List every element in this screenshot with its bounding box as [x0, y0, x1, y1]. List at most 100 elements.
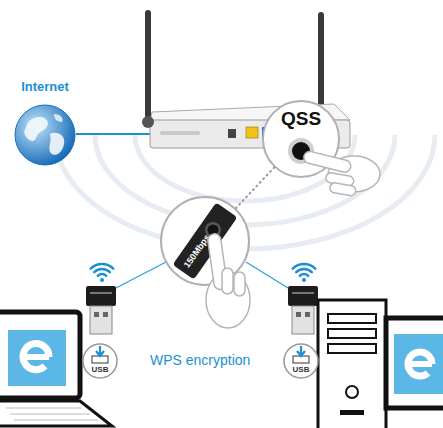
wifi-waves [55, 135, 435, 249]
qss-callout: QSS [262, 100, 340, 178]
usb-callout-outline [82, 343, 118, 379]
button [292, 142, 310, 160]
router-top [150, 104, 350, 122]
pressing-hand [206, 233, 250, 328]
browser-logo [23, 354, 49, 360]
callout-circle [161, 197, 249, 285]
leader-lines [116, 262, 288, 288]
laptop-base [0, 401, 112, 426]
lan-port [304, 127, 316, 138]
qss-callout-outline [262, 100, 340, 178]
usb-port [92, 356, 108, 363]
continent [24, 117, 48, 141]
drive-bay [328, 344, 376, 353]
desktop [318, 300, 443, 428]
button-ring [288, 138, 314, 164]
adapter-mark [292, 292, 314, 294]
adapter-button [205, 222, 221, 238]
usb-port [293, 356, 309, 363]
front-port [340, 410, 364, 415]
internet-cable [76, 133, 150, 135]
antenna [318, 12, 324, 110]
keyboard [6, 408, 98, 420]
usb-circle [284, 344, 318, 378]
wifi-dot [302, 278, 306, 282]
usb-plug [90, 306, 112, 334]
usb-callout: USB [82, 343, 118, 379]
hand-palm [206, 272, 250, 328]
plug-hole [305, 312, 310, 317]
qss-button [288, 138, 314, 164]
wifi-wave [55, 135, 435, 249]
plug-hole [94, 312, 99, 317]
hand-finger [234, 272, 245, 296]
plug-hole [103, 312, 108, 317]
laptop-screen [0, 312, 80, 398]
continent [49, 133, 64, 155]
drive-bay [328, 314, 376, 323]
leader-line [246, 262, 288, 288]
router-front [150, 120, 350, 148]
hand-finger [329, 182, 356, 196]
browser-icon [8, 330, 66, 386]
button [208, 225, 219, 236]
power-jack [228, 129, 236, 138]
button-ring [205, 222, 221, 238]
internet-globe-outline [14, 104, 76, 166]
wifi-dot [100, 278, 104, 282]
hand-finger [207, 233, 228, 290]
internet-globe: Internet [14, 104, 76, 166]
pressing-hand [303, 150, 380, 196]
node-text: 150Mbps [178, 228, 215, 275]
router [142, 10, 350, 148]
adapter-callout: 150Mbps [160, 196, 250, 286]
hand-finger [303, 150, 352, 173]
usb-adapter [288, 286, 318, 334]
tower [318, 300, 386, 428]
adapter-cap [86, 286, 116, 306]
wifi-icon [293, 264, 316, 282]
wifi-arc [293, 264, 316, 269]
callout-circle [263, 101, 339, 177]
usb-callout: USB [283, 343, 319, 379]
leader-line [116, 262, 166, 288]
hand-finger [222, 268, 233, 294]
plug-hole [296, 312, 301, 317]
node-text: USB [283, 365, 319, 374]
usb-adapter [86, 286, 116, 334]
dotted-connector [236, 167, 274, 208]
adapter-mark [90, 292, 112, 294]
hand-palm [328, 156, 380, 192]
hand-finger [325, 172, 354, 187]
led-strip [160, 131, 200, 135]
continent [54, 114, 63, 122]
browser-logo [408, 352, 432, 376]
browser-logo [23, 344, 49, 370]
antenna-base [142, 116, 154, 128]
browser-icon [394, 334, 443, 394]
insert-arrow [297, 346, 305, 356]
wifi-arc [98, 274, 106, 276]
wifi-arc [300, 274, 308, 276]
caption-label: WPS encryption [150, 352, 250, 368]
lan-port [262, 127, 274, 138]
power-button [346, 386, 358, 398]
lan-port [276, 127, 288, 138]
adapter-body [173, 202, 238, 279]
laptop [0, 312, 112, 426]
usb-plug [292, 306, 314, 334]
wifi-arc [94, 269, 110, 272]
monitor [386, 318, 443, 408]
usb-circle [83, 344, 117, 378]
usb-callout-outline [283, 343, 319, 379]
node-text: QSS [262, 108, 340, 130]
node-text: USB [82, 365, 118, 374]
insert-arrow [96, 346, 104, 356]
wan-port [246, 127, 258, 138]
lan-port [290, 127, 302, 138]
wifi-icon [91, 264, 114, 282]
globe-shape [15, 105, 75, 165]
wifi-arc [296, 269, 312, 272]
wifi-arc [91, 264, 114, 269]
